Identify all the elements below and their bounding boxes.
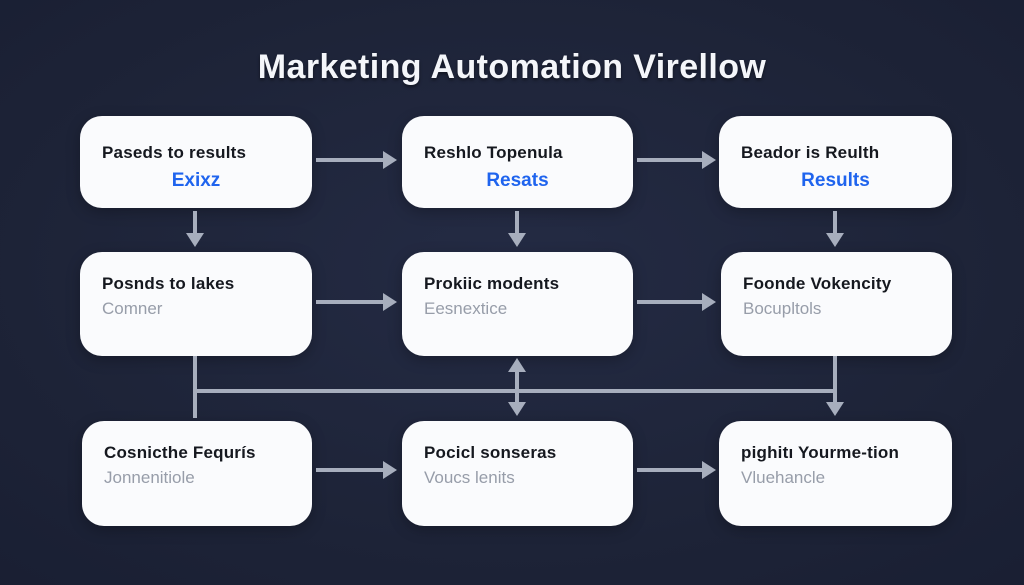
node-title: Paseds to results xyxy=(102,143,247,162)
arrow-down-icon xyxy=(826,356,844,416)
arrow-up-down-icon xyxy=(508,358,526,416)
arrow-down-icon xyxy=(508,211,526,247)
flow-node-cosnicthe-fequris: Cosnicthe Fequrís Jonnenitiole xyxy=(82,421,312,526)
node-subtitle: Voucs lenits xyxy=(424,468,515,487)
arrow-right-icon xyxy=(316,293,397,311)
node-title: Beador is Reulth xyxy=(741,143,880,162)
node-title: Foonde Vokencity xyxy=(743,274,892,293)
node-title: Prokiic modents xyxy=(424,274,560,293)
node-title: pighitı Yourme-tion xyxy=(741,443,900,462)
arrow-right-icon xyxy=(637,151,716,169)
node-subtitle: Comner xyxy=(102,299,163,318)
node-subtitle: Results xyxy=(801,170,870,191)
node-title: Cosnicthe Fequrís xyxy=(104,443,256,462)
flow-node-pocicl-sonseras: Pocicl sonseras Voucs lenits xyxy=(402,421,633,526)
flow-node-prokiic-modents: Prokiic modents Eesnextice xyxy=(402,252,633,356)
node-subtitle: Resats xyxy=(486,170,549,191)
node-subtitle: Vluehancle xyxy=(741,468,826,487)
connector-line-vertical xyxy=(193,356,197,418)
arrow-down-icon xyxy=(186,211,204,247)
flow-node-reshlo-topenula: Reshlo Topenula Resats xyxy=(402,116,633,208)
arrow-right-icon xyxy=(316,151,397,169)
arrow-right-icon xyxy=(637,461,716,479)
flow-node-pighiti-yourme-tion: pighitı Yourme-tion Vluehancle xyxy=(719,421,952,526)
flow-node-posnds-to-lakes: Posnds to lakes Comner xyxy=(80,252,312,356)
flow-node-foonde-vokencity: Foonde Vokencity Bocupltols xyxy=(721,252,952,356)
arrow-right-icon xyxy=(637,293,716,311)
flow-node-paseds-to-results: Paseds to results Exixz xyxy=(80,116,312,208)
arrow-down-icon xyxy=(826,211,844,247)
node-title: Reshlo Topenula xyxy=(424,143,563,162)
flow-node-beador-is-reulth: Beador is Reulth Results xyxy=(719,116,952,208)
arrow-right-icon xyxy=(316,461,397,479)
page-title: Marketing Automation Virellow xyxy=(257,48,767,86)
node-subtitle: Exixz xyxy=(171,170,221,191)
node-title: Posnds to lakes xyxy=(102,274,235,293)
node-subtitle: Jonnenitiole xyxy=(104,468,195,487)
node-title: Pocicl sonseras xyxy=(424,443,557,462)
node-subtitle: Bocupltols xyxy=(743,299,822,318)
node-subtitle: Eesnextice xyxy=(424,299,508,318)
